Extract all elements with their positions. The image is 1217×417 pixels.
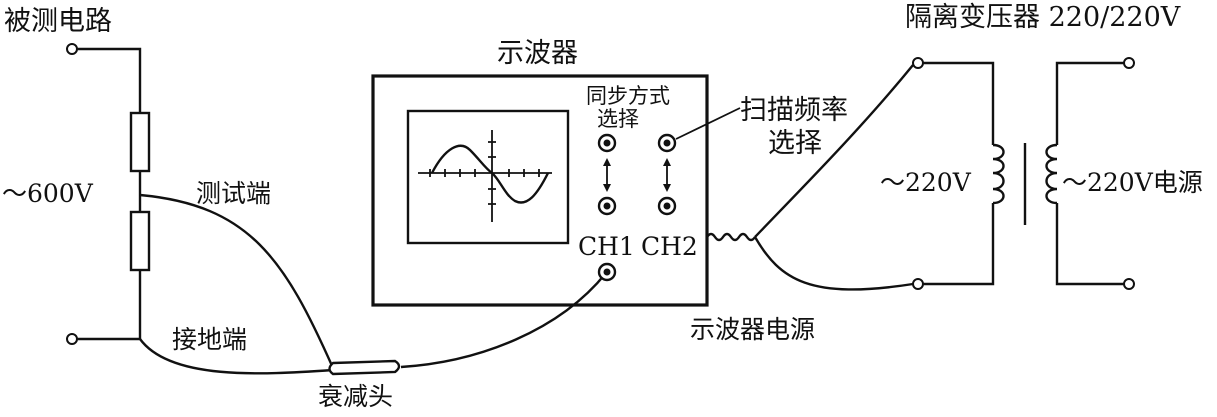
resistor-lower: [129, 210, 151, 272]
sine-waveform: [430, 144, 550, 204]
test-end-label: 测试端: [196, 179, 271, 208]
top-terminal: [66, 43, 78, 55]
bottom-terminal: [66, 333, 78, 345]
screen-axes: [418, 130, 552, 222]
power-cord-twist: [706, 232, 756, 242]
scope-power-label: 示波器电源: [690, 315, 815, 344]
oscilloscope-screen: [406, 109, 570, 245]
secondary-terminal-top: [1123, 57, 1135, 69]
oscilloscope-label: 示波器: [497, 38, 578, 69]
sync-mode-knob-lower[interactable]: [597, 196, 617, 216]
isolation-transformer-label: 隔离变压器 220/220V: [905, 2, 1181, 33]
sweep-freq-switch-arrow: [663, 158, 671, 192]
sync-mode-switch-arrow: [603, 158, 611, 192]
sync-mode-knob-upper[interactable]: [597, 133, 617, 153]
primary-voltage-label: ～220V: [880, 168, 972, 197]
power-cord-lead-lower: [753, 236, 914, 291]
ch1-input-connector[interactable]: [597, 262, 617, 282]
sync-mode-label-line2: 选择: [597, 107, 639, 131]
bottom-wire: [77, 270, 142, 341]
sweep-freq-knob-upper[interactable]: [657, 133, 677, 153]
attenuator-label: 衰减头: [318, 382, 393, 411]
attenuator-head: [328, 359, 401, 376]
ground-lead: [139, 338, 334, 375]
sweep-freq-label-line1: 扫描频率: [740, 95, 848, 126]
oscilloscope: 示波器 同步方式 选择: [371, 38, 709, 307]
circuit-under-test: 被测电路 ～600V: [2, 6, 151, 345]
secondary-coil: [1045, 143, 1058, 205]
top-wire: [77, 47, 142, 113]
primary-terminal-top: [912, 57, 924, 69]
primary-coil: [992, 143, 1005, 205]
resistor-upper: [129, 111, 151, 173]
secondary-voltage-label: ～220V电源: [1062, 168, 1203, 197]
secondary-wire-top: [1055, 61, 1124, 145]
isolation-transformer: 隔离变压器 220/220V ～220V ～220V电源: [880, 2, 1203, 290]
sync-mode-label-line1: 同步方式: [586, 84, 670, 108]
voltage-600-label: ～600V: [2, 179, 94, 208]
ground-end-label: 接地端: [172, 325, 247, 354]
ch2-label: CH2: [641, 232, 698, 261]
ch1-label: CH1: [578, 232, 635, 261]
secondary-terminal-bottom: [1123, 278, 1135, 290]
sweep-freq-knob-lower[interactable]: [657, 196, 677, 216]
power-cord-lead-upper: [754, 64, 914, 238]
sweep-freq-pointer: [675, 107, 741, 140]
probe-wires: 测试端 接地端 衰减头: [139, 179, 607, 411]
ch1-cable: [400, 272, 607, 369]
oscilloscope-body: [371, 74, 709, 307]
test-end-lead: [139, 193, 335, 369]
scope-power-cord: 示波器电源: [690, 64, 914, 344]
primary-wire-top: [923, 61, 995, 145]
sweep-freq-label-line2: 选择: [768, 128, 822, 159]
primary-terminal-bottom: [912, 278, 924, 290]
secondary-wire-bottom: [1055, 203, 1124, 286]
circuit-under-test-label: 被测电路: [4, 6, 112, 37]
primary-wire-bottom: [923, 203, 995, 286]
